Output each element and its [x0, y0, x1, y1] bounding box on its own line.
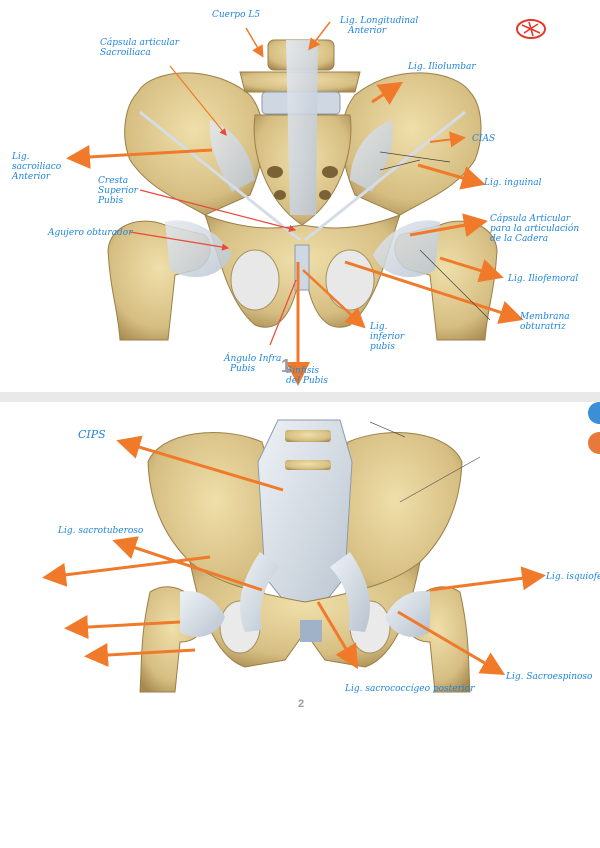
label-line: Ángulo Infra — [224, 354, 281, 364]
label-line: inferior — [370, 332, 404, 342]
label-angulo-infra-pubis: Ángulo Infra Pubis — [224, 354, 281, 374]
anterior-pelvis-illustration — [0, 0, 600, 392]
label-line: para la articulación — [490, 224, 579, 234]
label-cias: CIAS — [472, 134, 495, 144]
label-line: Pubis — [224, 364, 281, 374]
label-line: Sínfisis — [286, 366, 328, 376]
label-line: Lig. — [370, 322, 404, 332]
label-line: del Pubis — [286, 376, 328, 386]
label-line: Membrana — [520, 312, 570, 322]
label-capsula-sacroiliaca: Cápsula articular Sacroiliaca — [100, 38, 179, 58]
page-number: 1 — [281, 356, 291, 377]
label-capsula-cadera: Cápsula Articular para la articulación d… — [490, 214, 579, 244]
label-lig-longitudinal: Lig. Longitudinal Anterior — [340, 16, 418, 36]
label-cresta-superior-pubis: Cresta Superior Pubis — [98, 176, 138, 206]
blank-area — [0, 720, 600, 848]
label-lig-sacroespinoso: Lig. Sacroespinoso — [506, 672, 592, 682]
label-cips: CIPS — [78, 430, 106, 440]
label-line: Superior — [98, 186, 138, 196]
label-line: obturatriz — [520, 322, 570, 332]
label-lig-iliofemoral: Lig. Iliofemoral — [508, 274, 578, 284]
label-line: pubis — [370, 342, 404, 352]
label-lig-inguinal: Lig. inguinal — [484, 178, 542, 188]
label-lig-iliolumbar: Lig. Iliolumbar — [408, 62, 476, 72]
label-cuerpo-l5: Cuerpo L5 — [212, 10, 260, 20]
label-membrana-obturatriz: Membrana obturatriz — [520, 312, 570, 332]
page-2: CIPS Lig. sacrotuberoso Lig. isquiofemor… — [0, 402, 600, 720]
label-lig-arqueado: Lig. inferior pubis — [370, 322, 404, 352]
label-line: Lig. — [12, 152, 61, 162]
label-line: Lig. Longitudinal — [340, 16, 418, 26]
label-lig-sacrotuberoso: Lig. sacrotuberoso — [58, 526, 143, 536]
label-lig-sacroiliaco: Lig. sacroiliaco Anterior — [12, 152, 61, 182]
label-line: Cápsula Articular — [490, 214, 579, 224]
label-lig-sacrococcigeo: Lig. sacrococcígeo posterior — [345, 684, 475, 694]
label-line: Anterior — [12, 172, 61, 182]
page-number: 2 — [298, 698, 304, 710]
label-line: sacroiliaco — [12, 162, 61, 172]
label-line: Pubis — [98, 196, 138, 206]
label-line: de la Cadera — [490, 234, 579, 244]
label-line: Anterior — [340, 26, 418, 36]
page-1: Cuerpo L5 Lig. Longitudinal Anterior Cáp… — [0, 0, 600, 392]
label-line: Cápsula articular — [100, 38, 179, 48]
label-line: Sacroiliaca — [100, 48, 179, 58]
red-stamp-icon — [515, 18, 547, 44]
label-sinfisis-pubis: Sínfisis del Pubis — [286, 366, 328, 386]
label-agujero-obturador: Agujero obturador — [48, 228, 133, 238]
label-lig-isquiofemoral: Lig. isquiofemoral — [546, 572, 600, 582]
label-line: Cresta — [98, 176, 138, 186]
page-divider — [0, 392, 600, 402]
